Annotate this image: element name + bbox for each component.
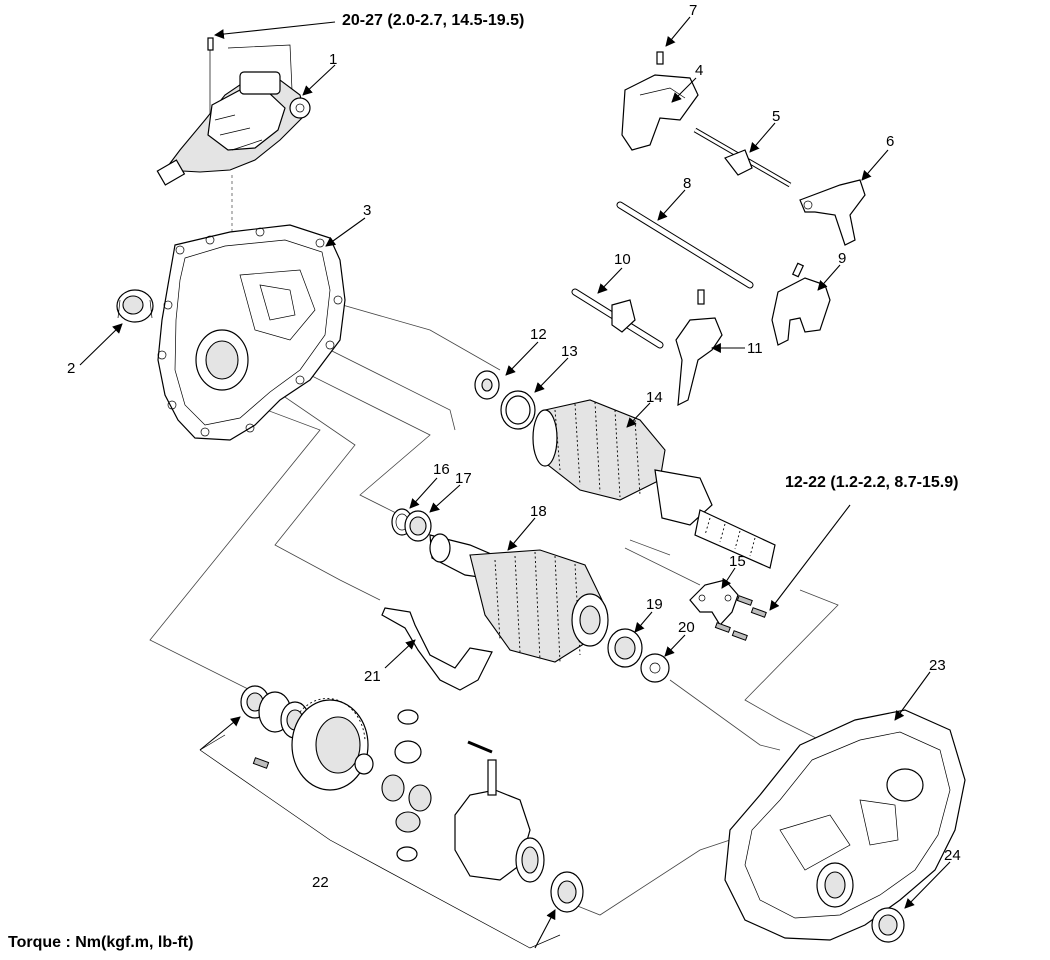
- part-22-differential: [199, 685, 584, 949]
- part-21-oil-guide: [381, 607, 493, 691]
- leader-lines: [79, 16, 951, 949]
- part-label-17: 17: [455, 470, 472, 487]
- part-number-labels: 1 2 3 4 5 6 7 8 9 10 11 12 13 14 15 16 1…: [67, 2, 961, 891]
- part-label-24: 24: [944, 847, 961, 864]
- part-12-snap-ring: [474, 370, 500, 400]
- part-23-transaxle-case: [724, 709, 966, 941]
- part-label-11: 11: [747, 340, 763, 357]
- part-label-8: 8: [683, 175, 691, 192]
- part-label-18: 18: [530, 503, 547, 520]
- part-1-shift-lever-assembly: [156, 37, 311, 186]
- part-18-output-shaft: [429, 533, 609, 663]
- part-label-2: 2: [67, 360, 75, 377]
- part-15-bearing-retainer: [689, 579, 767, 641]
- part-2-oil-seal: [116, 289, 154, 323]
- torque-units-footer: Torque : Nm(kgf.m, lb-ft): [8, 934, 193, 951]
- part-4-shift-fork: [621, 51, 699, 151]
- part-20-shim: [640, 653, 670, 683]
- part-label-9: 9: [838, 250, 846, 267]
- part-label-6: 6: [886, 133, 894, 150]
- part-label-3: 3: [363, 202, 371, 219]
- part-label-21: 21: [364, 668, 381, 685]
- part-label-16: 16: [433, 461, 450, 478]
- torque-spec-top: 20-27 (2.0-2.7, 14.5-19.5): [342, 12, 524, 29]
- part-label-4: 4: [695, 62, 703, 79]
- part-3-clutch-housing: [157, 224, 346, 441]
- part-13-ring: [500, 390, 536, 430]
- part-label-10: 10: [614, 251, 631, 268]
- part-11-shift-fork: [675, 289, 723, 407]
- part-label-15: 15: [729, 553, 746, 570]
- part-label-23: 23: [929, 657, 946, 674]
- part-label-13: 13: [561, 343, 578, 360]
- part-5-shift-rail: [693, 127, 792, 188]
- part-8-shift-rail: [616, 201, 754, 289]
- part-label-7: 7: [689, 2, 697, 19]
- part-19-bearing: [607, 628, 643, 668]
- part-label-19: 19: [646, 596, 663, 613]
- part-label-12: 12: [530, 326, 547, 343]
- part-label-1: 1: [329, 51, 337, 68]
- part-10-shift-rail: [571, 288, 664, 349]
- part-label-14: 14: [646, 389, 663, 406]
- part-label-5: 5: [772, 108, 780, 125]
- part-14-input-shaft: [532, 399, 776, 569]
- part-6-shift-lug: [799, 179, 866, 246]
- part-9-shift-fork: [771, 262, 831, 346]
- part-24-oil-seal: [871, 907, 905, 943]
- part-label-22: 22: [312, 874, 329, 891]
- part-label-20: 20: [678, 619, 695, 636]
- part-17-bearing: [404, 510, 432, 542]
- torque-spec-right: 12-22 (1.2-2.2, 8.7-15.9): [785, 474, 958, 491]
